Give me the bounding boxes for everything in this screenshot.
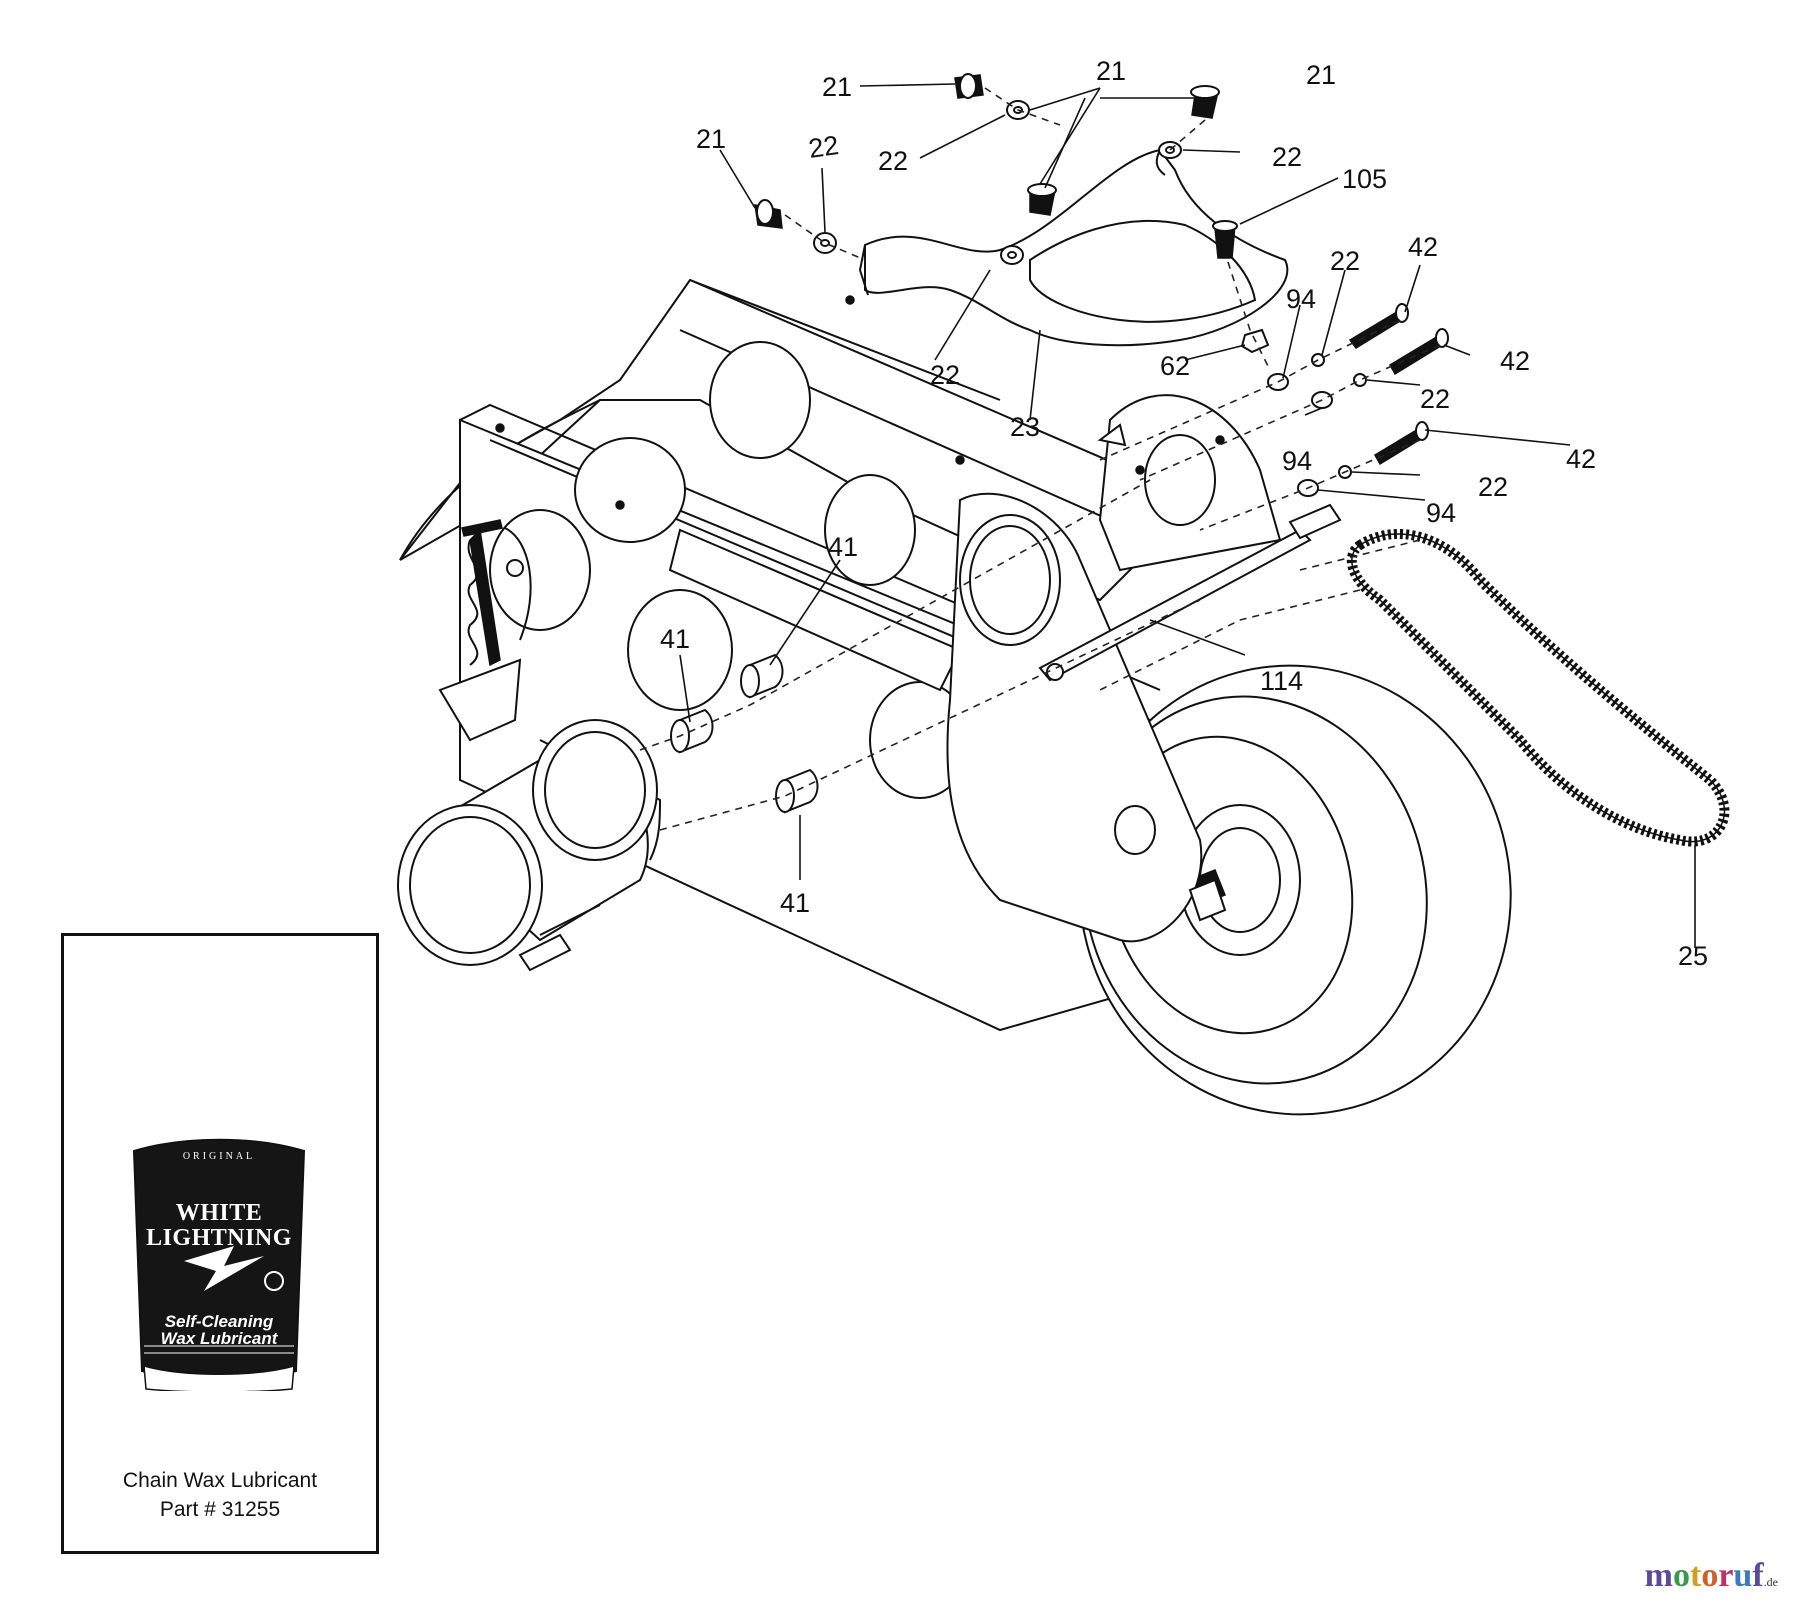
callout-42: 42: [1408, 232, 1438, 262]
callout-22: 22: [930, 360, 960, 390]
chain-guard: [858, 148, 1289, 347]
logo-letter: o: [1673, 1557, 1690, 1594]
callout-22: 22: [878, 146, 908, 176]
callout-41: 41: [780, 888, 810, 918]
drive-chain: [1346, 528, 1730, 847]
lubricant-brand-line-1: WHITE: [175, 1200, 263, 1226]
logo-letter: o: [1701, 1557, 1719, 1594]
lubricant-subtitle-line-1: Self-Cleaning: [164, 1312, 274, 1331]
callout-42: 42: [1566, 444, 1596, 474]
motoruf-logo: motoruf.de: [1645, 1557, 1778, 1595]
logo-letter: f: [1752, 1557, 1764, 1594]
inset-caption-part-number: Part # 31255: [159, 1498, 281, 1522]
frame-housing: [399, 278, 1161, 1032]
part-callouts: 21 21 21 21 22 22 22 22 22 22 22 23 25 4…: [660, 56, 1708, 971]
lubricant-can-icon: [132, 1138, 306, 1393]
callout-41: 41: [660, 624, 690, 654]
lubricant-brand: WHITE LIGHTNING: [124, 1200, 314, 1252]
callout-114: 114: [1260, 666, 1303, 696]
callout-22: 22: [1478, 472, 1508, 502]
back-plate: [1097, 394, 1282, 572]
callout-22: 22: [1330, 246, 1360, 276]
callout-94: 94: [1426, 498, 1456, 528]
arm-plate: [946, 492, 1227, 943]
callout-94: 94: [1282, 446, 1312, 476]
lubricant-brand-line-2: LIGHTNING: [146, 1225, 292, 1252]
callout-21: 21: [1306, 60, 1336, 90]
lubricant-subtitle: Self-Cleaning Wax Lubricant: [134, 1313, 304, 1347]
inset-caption-title: Chain Wax Lubricant: [122, 1469, 318, 1492]
callout-22: 22: [1272, 142, 1302, 172]
callout-22: 22: [1420, 384, 1450, 414]
callout-25: 25: [1678, 941, 1708, 971]
lubricant-can-top-text: ORIGINAL: [182, 1151, 256, 1162]
lubricant-inset-box: ORIGINAL WHITE LIGHTNING Self-Cleaning W…: [61, 933, 379, 1554]
callout-21: 21: [696, 124, 726, 154]
logo-letter: u: [1733, 1557, 1753, 1594]
callout-21: 21: [822, 72, 852, 102]
callout-21: 21: [1096, 56, 1126, 86]
logo-tld: .de: [1763, 1575, 1778, 1589]
callout-42: 42: [1500, 346, 1530, 376]
axle-rod: [1038, 503, 1342, 682]
callout-23: 23: [1010, 412, 1040, 442]
callout-41: 41: [828, 532, 858, 562]
inset-caption: Chain Wax Lubricant Part # 31255: [64, 1466, 376, 1525]
wheel: [1078, 664, 1512, 1116]
drive-cylinder: [397, 719, 662, 972]
callout-22: 22: [807, 130, 841, 164]
callout-94: 94: [1286, 284, 1316, 314]
logo-letter: m: [1644, 1557, 1673, 1594]
leader-lines: [679, 83, 1696, 948]
logo-letter: r: [1718, 1557, 1734, 1594]
callout-62: 62: [1160, 351, 1190, 381]
alignment-lines: [639, 87, 1441, 831]
logo-letter: t: [1690, 1557, 1702, 1594]
callout-105: 105: [1342, 164, 1387, 194]
tension-spring: [438, 519, 532, 742]
lubricant-subtitle-line-2: Wax Lubricant: [160, 1329, 278, 1348]
lubricant-can-image: ORIGINAL WHITE LIGHTNING Self-Cleaning W…: [124, 1131, 314, 1393]
